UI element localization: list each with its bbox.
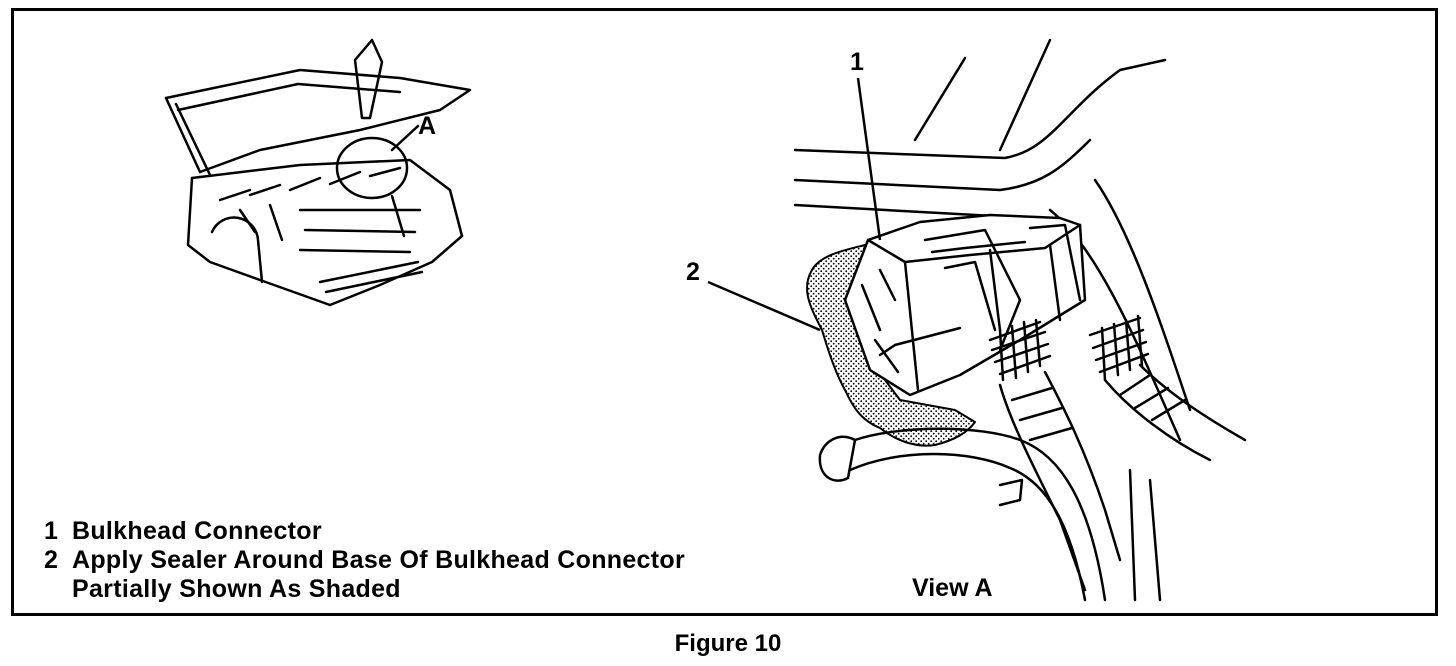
figure-frame xyxy=(11,8,1438,616)
legend: 1 Bulkhead Connector 2 Apply Sealer Around… xyxy=(44,517,685,604)
legend-number: 1 xyxy=(44,517,59,545)
legend-text: Partially Shown As Shaded xyxy=(72,575,401,603)
callout-1-leader xyxy=(856,77,882,241)
legend-text: Bulkhead Connector xyxy=(72,517,322,545)
legend-number: 2 xyxy=(44,546,59,574)
vehicle-overview-drawing xyxy=(164,38,472,307)
legend-item: 1 Bulkhead Connector xyxy=(44,517,685,546)
figure-caption: Figure 10 xyxy=(674,630,782,657)
callout-1-label: 1 xyxy=(850,48,864,76)
bulkhead-detail-drawing xyxy=(793,38,1247,602)
callout-2-leader xyxy=(707,280,821,332)
legend-item: Partially Shown As Shaded xyxy=(44,575,685,604)
callout-a-label: A xyxy=(418,112,437,140)
legend-item: 2 Apply Sealer Around Base Of Bulkhead Co… xyxy=(44,546,685,575)
callout-2-label: 2 xyxy=(686,258,700,286)
view-label: View A xyxy=(912,574,993,602)
legend-text: Apply Sealer Around Base Of Bulkhead Con… xyxy=(72,546,685,574)
